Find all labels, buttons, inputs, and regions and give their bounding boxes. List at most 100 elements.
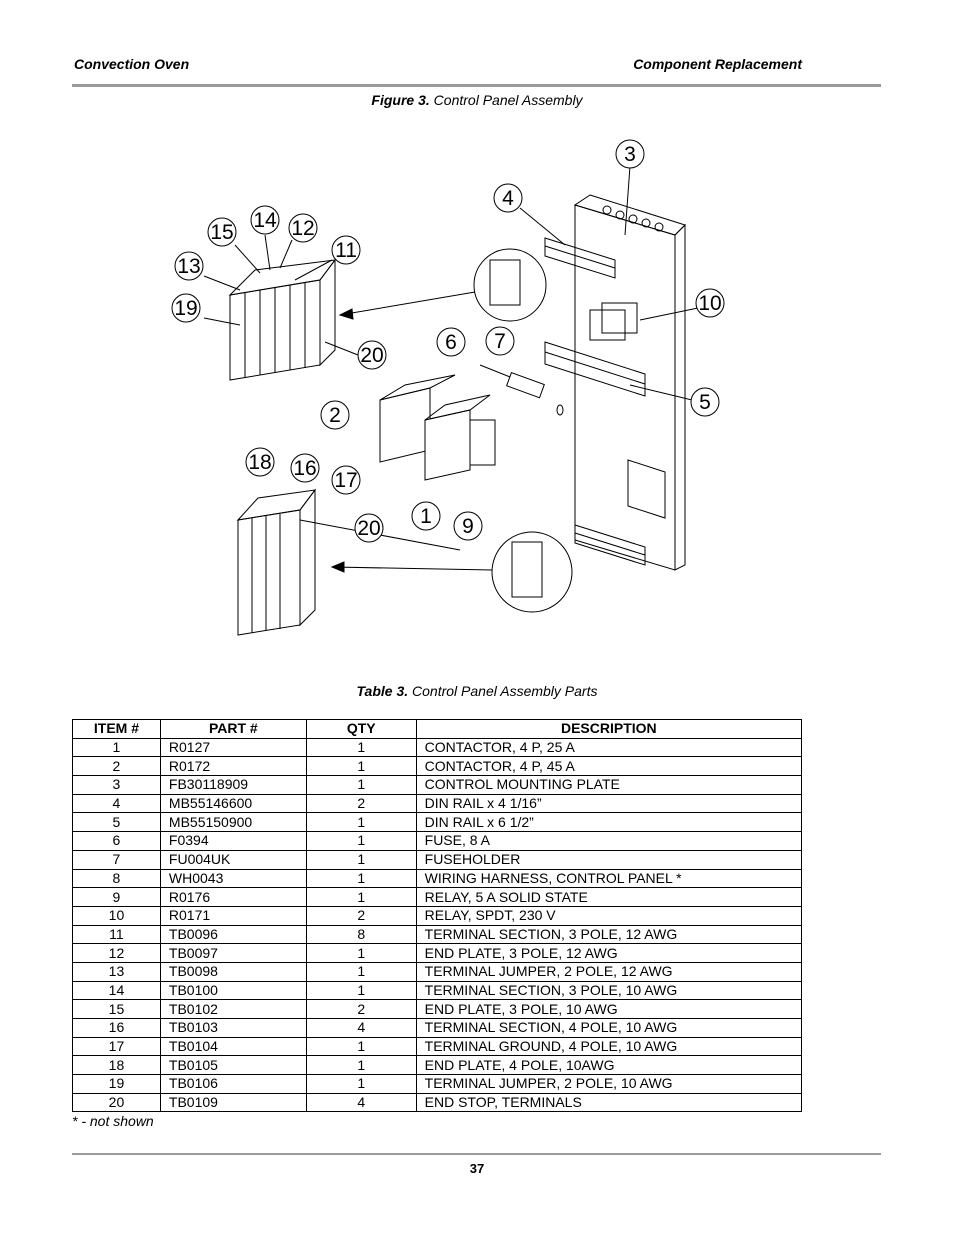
cell-qty: 1 xyxy=(305,868,417,889)
cell-description: TERMINAL JUMPER, 2 POLE, 10 AWG xyxy=(415,1074,803,1094)
cell-qty: 1 xyxy=(305,849,417,870)
cell-item: 7 xyxy=(72,849,161,870)
callout-circle xyxy=(453,511,483,541)
callout-circle xyxy=(207,217,237,247)
cell-description: TERMINAL GROUND, 4 POLE, 10 AWG xyxy=(415,1036,803,1057)
running-header-section: Component Replacement xyxy=(633,56,802,72)
figure-caption: Figure 3. Control Panel Assembly xyxy=(0,92,954,108)
cell-item: 11 xyxy=(72,924,161,945)
cell-description: CONTACTOR, 4 P, 25 A xyxy=(415,737,803,758)
cell-qty: 1 xyxy=(305,887,417,907)
cell-qty: 1 xyxy=(305,961,417,982)
detail-circle-upper xyxy=(473,248,547,322)
callout-label: 16 xyxy=(293,457,316,480)
callout-label: 20 xyxy=(357,517,380,540)
fuse-and-holder xyxy=(479,364,545,399)
callout-label: 7 xyxy=(494,330,506,353)
figure-caption-text: Control Panel Assembly xyxy=(429,92,583,108)
cell-part: TB0109 xyxy=(159,1092,307,1113)
din-rail-bottom xyxy=(574,524,646,566)
cell-description: TERMINAL JUMPER, 2 POLE, 12 AWG xyxy=(415,961,803,982)
col-header-part: PART # xyxy=(159,719,307,739)
callout-label: 10 xyxy=(698,292,721,315)
cell-qty: 4 xyxy=(305,1018,417,1038)
cell-item: 14 xyxy=(72,980,161,1001)
cell-part: R0127 xyxy=(159,737,307,758)
din-rail-middle xyxy=(544,341,646,397)
cell-part: TB0096 xyxy=(159,924,307,945)
cell-description: CONTROL MOUNTING PLATE xyxy=(415,775,803,795)
cell-item: 12 xyxy=(72,943,161,963)
cell-item: 3 xyxy=(72,775,161,795)
cell-part: FU004UK xyxy=(159,849,307,870)
cell-part: R0176 xyxy=(159,887,307,907)
arrow-lower xyxy=(331,566,493,571)
callout-label: 3 xyxy=(624,143,636,166)
cell-item: 1 xyxy=(72,737,161,758)
detail-circle-lower xyxy=(491,531,573,613)
callout-circle xyxy=(615,139,645,169)
cell-qty: 2 xyxy=(305,905,417,926)
cell-item: 13 xyxy=(72,961,161,982)
cell-part: TB0100 xyxy=(159,980,307,1001)
din-rail-top xyxy=(544,237,616,279)
cell-qty: 1 xyxy=(305,1074,417,1094)
cell-part: R0171 xyxy=(159,905,307,926)
col-header-qty: QTY xyxy=(305,719,417,739)
arrowhead-lower xyxy=(330,561,345,573)
cell-description: CONTACTOR, 4 P, 45 A xyxy=(415,756,803,777)
callout-circle xyxy=(331,465,361,495)
callout-label: 17 xyxy=(334,469,357,492)
cell-part: TB0097 xyxy=(159,943,307,963)
arrowhead-upper xyxy=(338,308,354,320)
cell-description: END PLATE, 3 POLE, 10 AWG xyxy=(415,999,803,1019)
cell-item: 6 xyxy=(72,831,161,851)
callout-circle xyxy=(436,327,466,357)
cell-part: MB55150900 xyxy=(159,812,307,833)
table-header-row: ITEM # PART # QTY DESCRIPTION xyxy=(72,719,803,739)
cell-item: 2 xyxy=(72,756,161,777)
cell-item: 8 xyxy=(72,868,161,889)
cell-part: TB0103 xyxy=(159,1018,307,1038)
contactors xyxy=(379,374,496,481)
cell-description: TERMINAL SECTION, 3 POLE, 10 AWG xyxy=(415,980,803,1001)
cell-part: TB0098 xyxy=(159,961,307,982)
cell-description: DIN RAIL x 4 1/16” xyxy=(415,793,803,814)
figure-caption-label: Figure 3. xyxy=(371,92,430,108)
cell-part: WH0043 xyxy=(159,868,307,889)
callout-label: 6 xyxy=(445,331,457,354)
cell-description: FUSEHOLDER xyxy=(415,849,803,870)
cell-part: F0394 xyxy=(159,831,307,851)
callout-label: 12 xyxy=(291,217,314,240)
callout-label: 13 xyxy=(177,255,200,278)
callout-circle xyxy=(690,387,720,417)
footer-rule xyxy=(72,1153,881,1155)
running-header-title: Convection Oven xyxy=(74,56,190,72)
callout-label: 15 xyxy=(210,221,233,244)
callout-circle xyxy=(250,205,280,235)
cell-item: 17 xyxy=(72,1036,161,1057)
cell-item: 10 xyxy=(72,905,161,926)
cell-item: 19 xyxy=(72,1074,161,1094)
cell-item: 9 xyxy=(72,887,161,907)
cell-description: END STOP, TERMINALS xyxy=(415,1092,803,1113)
page-number: 37 xyxy=(469,1161,485,1176)
cell-item: 5 xyxy=(72,812,161,833)
callout-label: 1 xyxy=(420,505,432,528)
callout-label: 19 xyxy=(174,297,197,320)
cell-part: TB0102 xyxy=(159,999,307,1019)
